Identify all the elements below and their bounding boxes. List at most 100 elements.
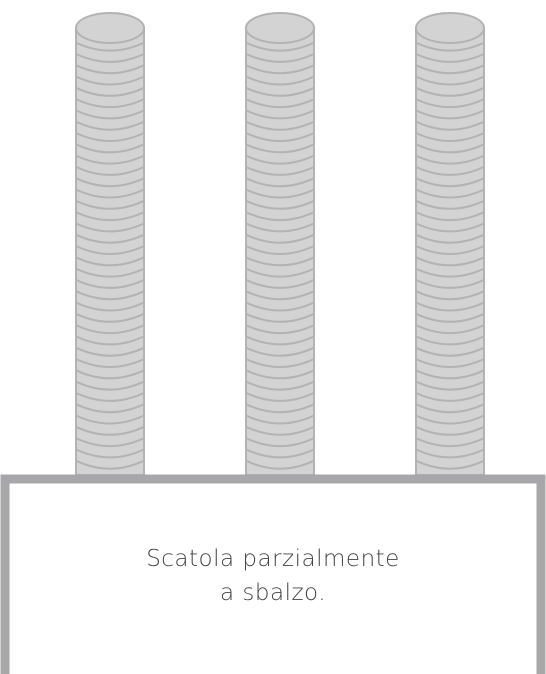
caption-line-1: Scatola parzialmente bbox=[146, 546, 400, 572]
rod-right-thread bbox=[415, 132, 485, 142]
rod-middle-thread bbox=[245, 425, 315, 436]
rod-right-thread bbox=[415, 301, 485, 312]
caption-line-2: a sbalzo. bbox=[219, 580, 327, 606]
rod-middle-thread bbox=[245, 64, 315, 75]
rod-right-thread bbox=[415, 335, 485, 346]
rod-middle-thread bbox=[245, 437, 315, 448]
rod-middle-thread bbox=[245, 459, 315, 470]
rod-right-thread bbox=[415, 143, 485, 154]
rod-left-thread bbox=[75, 245, 145, 255]
rod-middle-thread bbox=[245, 165, 315, 176]
rod-right-thread bbox=[415, 437, 485, 448]
rod-right-thread bbox=[415, 64, 485, 75]
rod-left-thread bbox=[75, 64, 145, 75]
rod-left-thread bbox=[75, 312, 145, 323]
rod-right-thread bbox=[415, 199, 485, 210]
rod-middle-top-cap bbox=[245, 12, 315, 44]
rod-middle-thread bbox=[245, 143, 315, 154]
rod-left-thread bbox=[75, 165, 145, 176]
rod-middle-thread bbox=[245, 132, 315, 142]
rod-left-thread bbox=[75, 425, 145, 436]
rod-right-thread bbox=[415, 52, 485, 63]
rod-left-thread bbox=[75, 86, 145, 97]
rod-left-thread bbox=[75, 346, 145, 357]
rod-right-thread bbox=[415, 154, 485, 165]
rod-middle-thread bbox=[245, 199, 315, 210]
rod-right-thread bbox=[415, 425, 485, 436]
rod-right-thread bbox=[415, 312, 485, 323]
rod-middle-thread bbox=[245, 414, 315, 425]
rod-left-thread bbox=[75, 391, 145, 402]
rod-left-thread bbox=[75, 290, 145, 301]
rod-left-thread bbox=[75, 358, 145, 368]
box-outline bbox=[0, 474, 546, 674]
rod-middle-thread bbox=[245, 75, 315, 86]
rod-left-thread bbox=[75, 75, 145, 86]
rod-left-thread bbox=[75, 233, 145, 244]
rod-right-thread bbox=[415, 98, 485, 109]
rod-left-thread bbox=[75, 52, 145, 63]
rod-left-thread bbox=[75, 459, 145, 470]
rod-middle-thread bbox=[245, 98, 315, 109]
rod-left-thread bbox=[75, 41, 145, 52]
rod-middle-thread bbox=[245, 335, 315, 346]
rod-left-thread bbox=[75, 109, 145, 120]
rod-middle-thread bbox=[245, 369, 315, 380]
rod-right-thread bbox=[415, 391, 485, 402]
rod-left-thread bbox=[75, 199, 145, 210]
rod-left-thread bbox=[75, 267, 145, 278]
rod-middle-thread bbox=[245, 290, 315, 301]
rod-middle-thread bbox=[245, 448, 315, 459]
rod-left-thread bbox=[75, 177, 145, 188]
rod-right-thread bbox=[415, 324, 485, 335]
rod-middle-thread bbox=[245, 109, 315, 120]
box-caption: Scatola parzialmente a sbalzo. bbox=[0, 542, 546, 610]
rod-right-thread bbox=[415, 222, 485, 233]
rod-left-thread bbox=[75, 188, 145, 199]
rod-right-thread bbox=[415, 245, 485, 255]
rod-right-thread bbox=[415, 256, 485, 267]
rod-middle-thread bbox=[245, 41, 315, 52]
rod-left-thread bbox=[75, 324, 145, 335]
rod-right-thread bbox=[415, 278, 485, 289]
rod-left-thread bbox=[75, 132, 145, 142]
rod-middle-thread bbox=[245, 391, 315, 402]
rod-middle-thread bbox=[245, 154, 315, 165]
rod-middle bbox=[245, 12, 315, 476]
rod-left-thread bbox=[75, 448, 145, 459]
rod-middle-thread bbox=[245, 52, 315, 63]
rod-left bbox=[75, 12, 145, 476]
rod-left-thread bbox=[75, 301, 145, 312]
rod-left-thread bbox=[75, 414, 145, 425]
rod-left-top-cap bbox=[75, 12, 145, 44]
rod-right-thread bbox=[415, 188, 485, 199]
rod-middle-thread bbox=[245, 233, 315, 244]
rod-left-thread bbox=[75, 369, 145, 380]
rod-right-thread bbox=[415, 369, 485, 380]
rod-right bbox=[415, 12, 485, 476]
rod-right-thread bbox=[415, 109, 485, 120]
rod-middle-thread bbox=[245, 312, 315, 323]
rod-middle-thread bbox=[245, 324, 315, 335]
rod-left-thread bbox=[75, 256, 145, 267]
rod-left-thread bbox=[75, 120, 145, 131]
rod-left-thread bbox=[75, 278, 145, 289]
rod-right-thread bbox=[415, 346, 485, 357]
rod-right-thread bbox=[415, 86, 485, 97]
rod-right-thread bbox=[415, 448, 485, 459]
rod-right-thread bbox=[415, 120, 485, 131]
rod-middle-thread bbox=[245, 86, 315, 97]
rod-right-thread bbox=[415, 358, 485, 368]
rod-middle-thread bbox=[245, 245, 315, 255]
rod-right-thread bbox=[415, 290, 485, 301]
rod-middle-thread bbox=[245, 403, 315, 414]
rod-middle-thread bbox=[245, 358, 315, 368]
rod-right-thread bbox=[415, 267, 485, 278]
rod-middle-thread bbox=[245, 177, 315, 188]
rod-left-thread bbox=[75, 380, 145, 391]
rod-right-thread bbox=[415, 177, 485, 188]
rod-left-thread bbox=[75, 403, 145, 414]
rod-middle-thread bbox=[245, 120, 315, 131]
rod-middle-thread bbox=[245, 380, 315, 391]
